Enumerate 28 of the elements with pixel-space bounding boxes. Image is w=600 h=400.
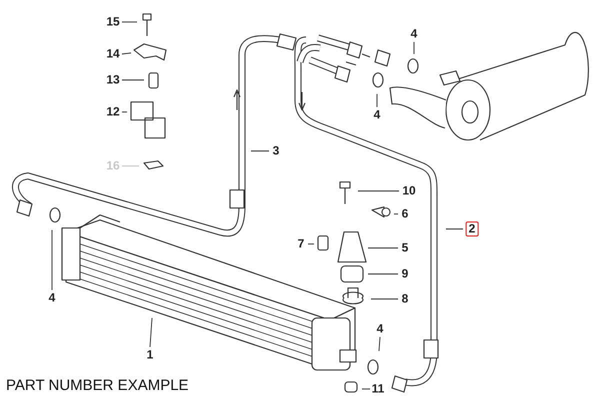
callout-number: 11 <box>372 382 384 396</box>
leader-line <box>446 228 464 230</box>
leader-line <box>358 190 400 192</box>
leader-line <box>150 318 152 348</box>
callout-number: 3 <box>272 144 280 158</box>
callout-number: 7 <box>298 238 304 250</box>
caption-text: PART NUMBER EXAMPLE <box>6 377 189 394</box>
callout-number: 13 <box>106 74 120 86</box>
callout-number: 4 <box>48 292 56 304</box>
callout-number: 15 <box>106 16 120 28</box>
callout-number: 4 <box>376 322 384 336</box>
leader-line <box>362 388 370 390</box>
callout-number: 6 <box>402 208 408 220</box>
callout-number: 5 <box>402 242 408 254</box>
callout-number: 1 <box>146 348 154 362</box>
leader-line <box>376 94 378 108</box>
callout-number: 14 <box>106 48 120 60</box>
leader-line <box>378 336 380 352</box>
leader-line <box>122 52 132 54</box>
leader-line <box>250 150 270 152</box>
callout-number: 4 <box>410 28 418 40</box>
callout-number: 9 <box>402 268 408 280</box>
callout-number: 4 <box>374 108 380 122</box>
callout-number: 8 <box>402 292 408 306</box>
callout-number: 2 <box>466 222 478 236</box>
leader-line <box>370 298 398 300</box>
callout-number: 12 <box>106 106 120 118</box>
callout-number: 10 <box>402 184 416 198</box>
